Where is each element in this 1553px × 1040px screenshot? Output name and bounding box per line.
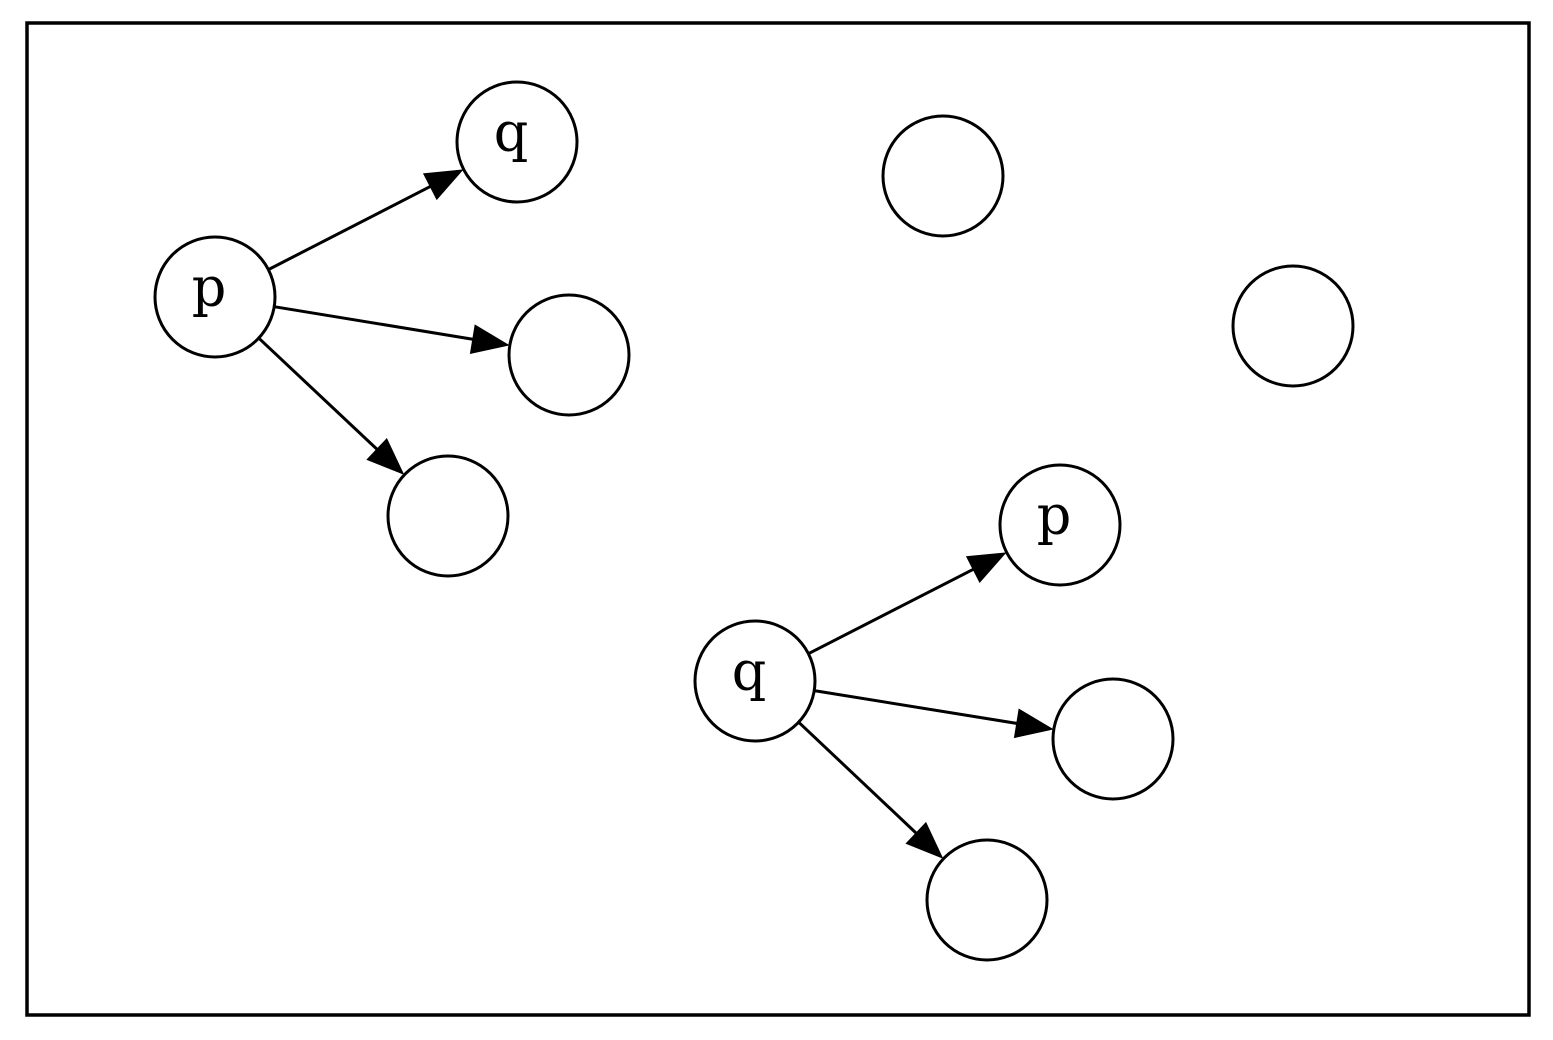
node-circle — [1051, 677, 1175, 801]
node-label: q — [494, 101, 529, 164]
node-circle — [881, 114, 1005, 238]
edge-arrow-q2-to-n5 — [813, 689, 1019, 726]
arrowhead-p1-to-q1 — [422, 169, 464, 201]
node-circle — [386, 454, 510, 578]
graph-node-q2: q — [693, 619, 817, 743]
node-label: q — [732, 640, 767, 703]
graph-node-n6 — [925, 838, 1049, 962]
graph-node-n4 — [1231, 264, 1355, 388]
graph-node-q1: q — [455, 80, 579, 204]
node-circle — [998, 463, 1122, 587]
node-circle — [507, 293, 631, 417]
arrowhead-p1-to-n2 — [366, 437, 405, 475]
graph-node-p2: p — [998, 463, 1122, 587]
node-label: p — [1037, 484, 1072, 547]
node-label: p — [192, 256, 227, 319]
arrowhead-q2-to-n5 — [1013, 708, 1054, 739]
edge-arrow-p1-to-n2 — [257, 336, 380, 452]
edge-arrow-q2-to-p2 — [807, 567, 976, 656]
graph-node-n2 — [386, 454, 510, 578]
node-circle — [925, 838, 1049, 962]
diagram-frame — [25, 21, 1531, 1017]
graph-node-n3 — [881, 114, 1005, 238]
edge-arrow-q2-to-n6 — [797, 721, 919, 836]
nodes-layer: p q p q — [153, 80, 1355, 962]
graph-node-n5 — [1051, 677, 1175, 801]
arrowhead-q2-to-n6 — [905, 821, 944, 859]
arrowhead-q2-to-p2 — [965, 552, 1007, 583]
edge-arrow-p1-to-n1 — [273, 305, 475, 341]
edges-layer — [257, 169, 1054, 859]
node-circle — [1231, 264, 1355, 388]
graph-node-n1 — [507, 293, 631, 417]
edge-arrow-p1-to-q1 — [267, 184, 433, 271]
graph-node-p1: p — [153, 235, 277, 359]
node-circle — [455, 80, 579, 204]
arrowhead-p1-to-n1 — [469, 324, 510, 354]
node-circle — [153, 235, 277, 359]
node-circle — [693, 619, 817, 743]
